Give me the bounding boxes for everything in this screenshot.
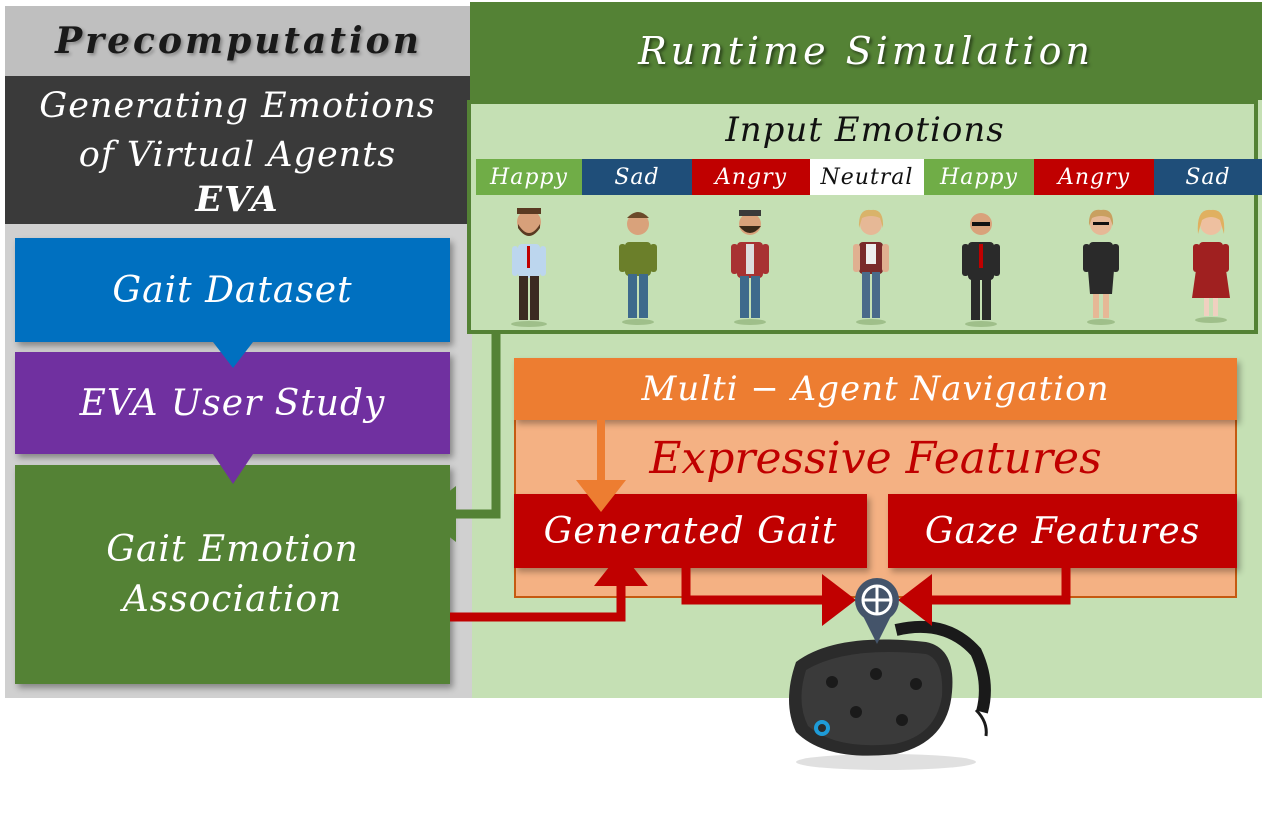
input-emotions-title: Input Emotions bbox=[470, 108, 1260, 152]
eva-title-line2: of Virtual Agents bbox=[78, 135, 397, 175]
generated-gait-label: Generated Gait bbox=[543, 510, 838, 552]
agent-figure-6 bbox=[1083, 209, 1119, 325]
runtime-header: Runtime Simulation bbox=[470, 2, 1262, 100]
runtime-header-text: Runtime Simulation bbox=[638, 29, 1094, 73]
agent-figure-4 bbox=[853, 209, 889, 325]
eva-user-study-box: EVA User Study bbox=[15, 352, 450, 454]
precomputation-header-text: Precomputation bbox=[55, 20, 422, 62]
gait-dataset-label: Gait Dataset bbox=[112, 269, 353, 311]
agent-figure-5 bbox=[962, 213, 1000, 327]
emotion-chip-happy-1: Happy bbox=[476, 159, 582, 195]
agent-figure-3 bbox=[731, 210, 769, 325]
emotion-chip-angry-1: Angry bbox=[692, 159, 810, 195]
user-study-pointer bbox=[213, 454, 253, 484]
emotion-chip-happy-2: Happy bbox=[924, 159, 1034, 195]
generated-gait-box: Generated Gait bbox=[514, 494, 867, 568]
association-label-line2: Association bbox=[122, 578, 343, 620]
input-emotions-title-text: Input Emotions bbox=[725, 110, 1005, 150]
gaze-features-label: Gaze Features bbox=[924, 510, 1201, 552]
agent-figure-1 bbox=[511, 208, 547, 327]
expressive-features-title-text: Expressive Features bbox=[649, 432, 1102, 484]
emotion-chip-sad-1: Sad bbox=[582, 159, 692, 195]
eva-title-line1: Generating Emotions bbox=[39, 86, 436, 126]
expressive-features-title: Expressive Features bbox=[514, 428, 1237, 488]
eva-title-line3: EVA bbox=[195, 179, 280, 220]
agent-figure-7 bbox=[1192, 209, 1230, 323]
precomputation-header: Precomputation bbox=[5, 6, 472, 76]
gait-emotion-association-box: Gait Emotion Association bbox=[15, 465, 450, 684]
emotion-chip-angry-2: Angry bbox=[1034, 159, 1154, 195]
eva-user-study-label: EVA User Study bbox=[79, 382, 386, 424]
multi-agent-navigation-box: Multi − Agent Navigation bbox=[514, 358, 1237, 420]
gait-dataset-box: Gait Dataset bbox=[15, 238, 450, 342]
association-label-line1: Gait Emotion bbox=[106, 528, 359, 570]
dataset-pointer bbox=[213, 342, 253, 368]
agent-figure-2 bbox=[619, 212, 657, 325]
emotion-chip-sad-2: Sad bbox=[1154, 159, 1262, 195]
eva-title-block: Generating Emotions of Virtual Agents EV… bbox=[5, 76, 470, 224]
gaze-features-box: Gaze Features bbox=[888, 494, 1237, 568]
vr-headset-icon bbox=[789, 620, 991, 770]
emotion-chip-neutral: Neutral bbox=[810, 159, 924, 195]
multi-agent-navigation-label: Multi − Agent Navigation bbox=[641, 369, 1110, 409]
